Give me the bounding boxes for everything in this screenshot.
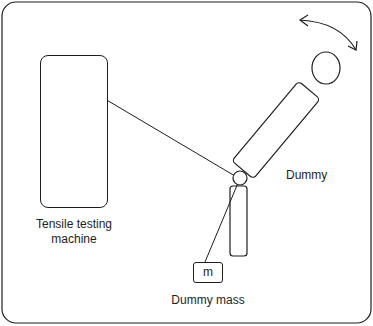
dummy-knee <box>233 171 247 185</box>
dummy-torso <box>232 81 320 179</box>
mass-symbol: m <box>194 263 222 281</box>
mass-box: mDummy mass <box>193 262 223 283</box>
swing-arrow <box>300 20 356 50</box>
frame <box>2 2 371 323</box>
machine-box: Tensile testing machine <box>40 55 108 208</box>
cable <box>105 99 235 176</box>
part-label: Dummy <box>286 168 327 183</box>
cable <box>205 183 238 262</box>
dummy-head <box>312 52 340 84</box>
arrow-head <box>348 41 357 50</box>
caption-label: Dummy mass <box>163 293 253 308</box>
dummy-leg <box>230 186 247 256</box>
arrow-head <box>300 15 308 26</box>
caption-label: Tensile testing machine <box>19 217 129 247</box>
